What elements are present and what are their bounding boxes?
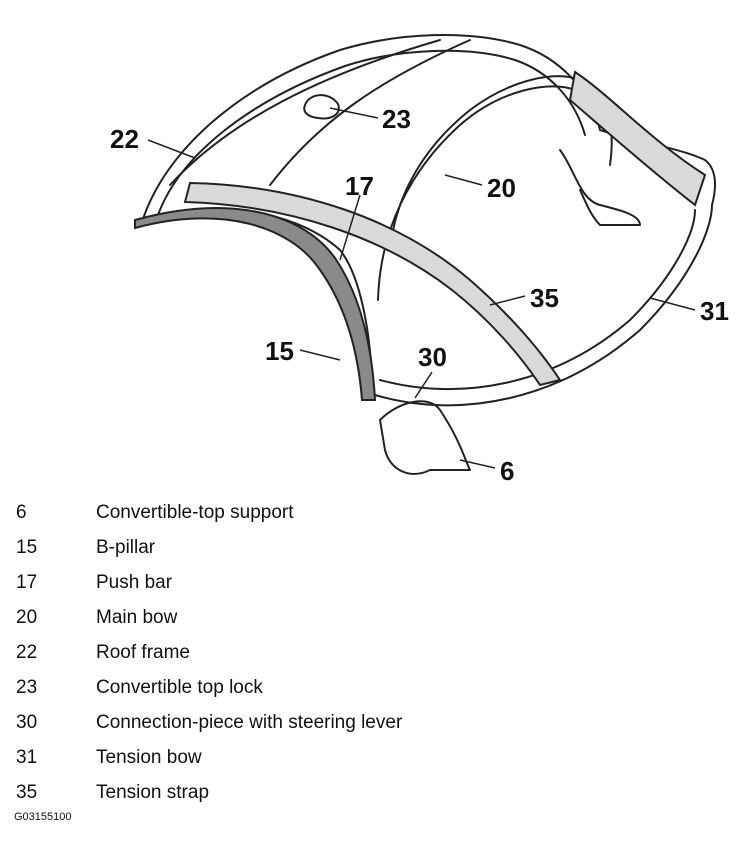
legend-number: 15 — [16, 537, 38, 558]
callout-17: 17 — [345, 171, 374, 201]
roof-frame-inner — [157, 49, 586, 216]
legend-description: Roof frame — [96, 642, 190, 663]
leader-35 — [489, 295, 526, 306]
callout-22: 22 — [110, 124, 139, 154]
legend-description: Convertible top lock — [96, 677, 263, 698]
rear-support — [559, 149, 641, 226]
legend-number: 20 — [16, 607, 38, 628]
legend-row: 23 Convertible top lock — [0, 673, 750, 703]
leader-31 — [649, 297, 696, 311]
roof-frame-outer — [141, 34, 716, 223]
tension-strap — [183, 181, 562, 387]
legend-number: 6 — [16, 502, 27, 523]
callout-6: 6 — [500, 456, 514, 486]
roof-lock — [303, 94, 340, 120]
legend-description: Convertible-top support — [96, 502, 294, 523]
figure-id: G03155100 — [14, 811, 72, 823]
callout-30: 30 — [418, 342, 447, 372]
legend-row: 17 Push bar — [0, 568, 750, 598]
b-pillar — [134, 207, 377, 401]
front-support — [379, 400, 471, 475]
legend-row: 22 Roof frame — [0, 638, 750, 668]
tension-bow — [374, 204, 713, 407]
roof-crossbar-2 — [269, 39, 471, 186]
leader-23 — [329, 107, 379, 119]
legend-number: 23 — [16, 677, 38, 698]
legend-description: Main bow — [96, 607, 178, 628]
legend-row: 30 Connection-piece with steering lever — [0, 708, 750, 738]
side-strap — [568, 70, 707, 207]
legend-row: 35 Tension strap — [0, 778, 750, 808]
callout-31: 31 — [700, 296, 729, 326]
legend-number: 17 — [16, 572, 38, 593]
legend-number: 31 — [16, 747, 38, 768]
legend-number: 35 — [16, 782, 38, 803]
leader-30 — [414, 371, 433, 399]
convertible-top-frame-diagram: 22 23 17 20 35 31 15 30 6 — [110, 34, 729, 486]
tension-bow-inner — [379, 209, 696, 391]
leader-22 — [147, 139, 196, 159]
callout-35: 35 — [530, 283, 559, 313]
legend-row: 31 Tension bow — [0, 743, 750, 773]
leader-20 — [444, 174, 483, 186]
callout-15: 15 — [265, 336, 294, 366]
legend-description: Push bar — [96, 572, 173, 593]
legend-description: Connection-piece with steering lever — [96, 712, 403, 733]
legend-row: 6 Convertible-top support — [0, 498, 750, 528]
leader-17 — [339, 194, 361, 261]
callout-23: 23 — [382, 104, 411, 134]
legend-description: Tension bow — [96, 747, 202, 768]
legend-number: 30 — [16, 712, 38, 733]
roof-crossbar-1 — [169, 39, 441, 186]
legend-row: 20 Main bow — [0, 603, 750, 633]
leader-6 — [459, 459, 496, 469]
legend-number: 22 — [16, 642, 38, 663]
legend-description: Tension strap — [96, 782, 210, 803]
legend-row: 15 B-pillar — [0, 533, 750, 563]
callout-20: 20 — [487, 173, 516, 203]
leader-15 — [299, 349, 341, 361]
legend-description: B-pillar — [96, 537, 156, 558]
